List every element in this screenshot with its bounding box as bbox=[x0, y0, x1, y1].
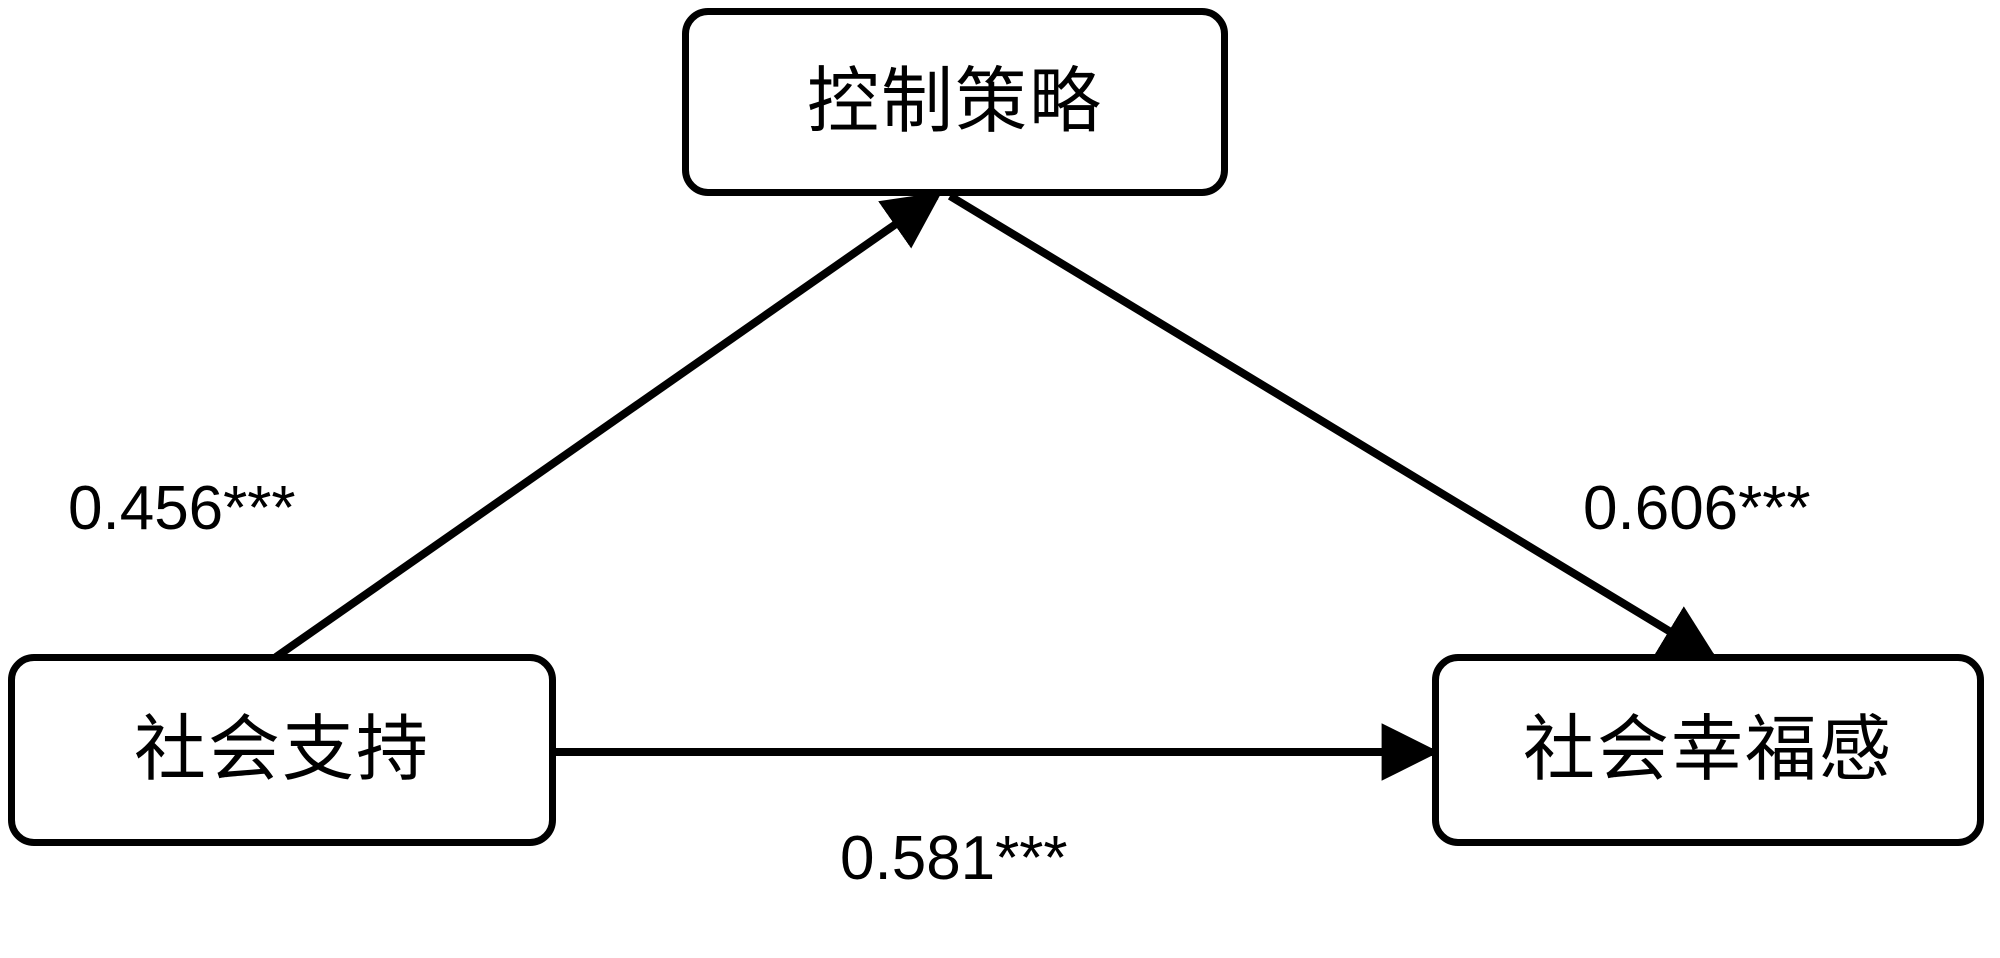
node-predictor-label: 社会支持 bbox=[133, 710, 430, 790]
node-predictor[interactable]: 社会支持 bbox=[8, 654, 556, 846]
edge-b-path-line bbox=[947, 192, 1719, 661]
edge-c-path-coefficient: 0.581*** bbox=[840, 824, 1068, 893]
node-mediator[interactable]: 控制策略 bbox=[682, 8, 1228, 196]
node-outcome[interactable]: 社会幸福感 bbox=[1432, 654, 1984, 846]
node-outcome-label: 社会幸福感 bbox=[1522, 710, 1893, 790]
edge-b-path-coefficient: 0.606*** bbox=[1583, 474, 1811, 543]
node-mediator-label: 控制策略 bbox=[806, 62, 1103, 142]
edge-a-path-coefficient: 0.456*** bbox=[68, 474, 296, 543]
edge-a-path-line bbox=[273, 191, 942, 661]
